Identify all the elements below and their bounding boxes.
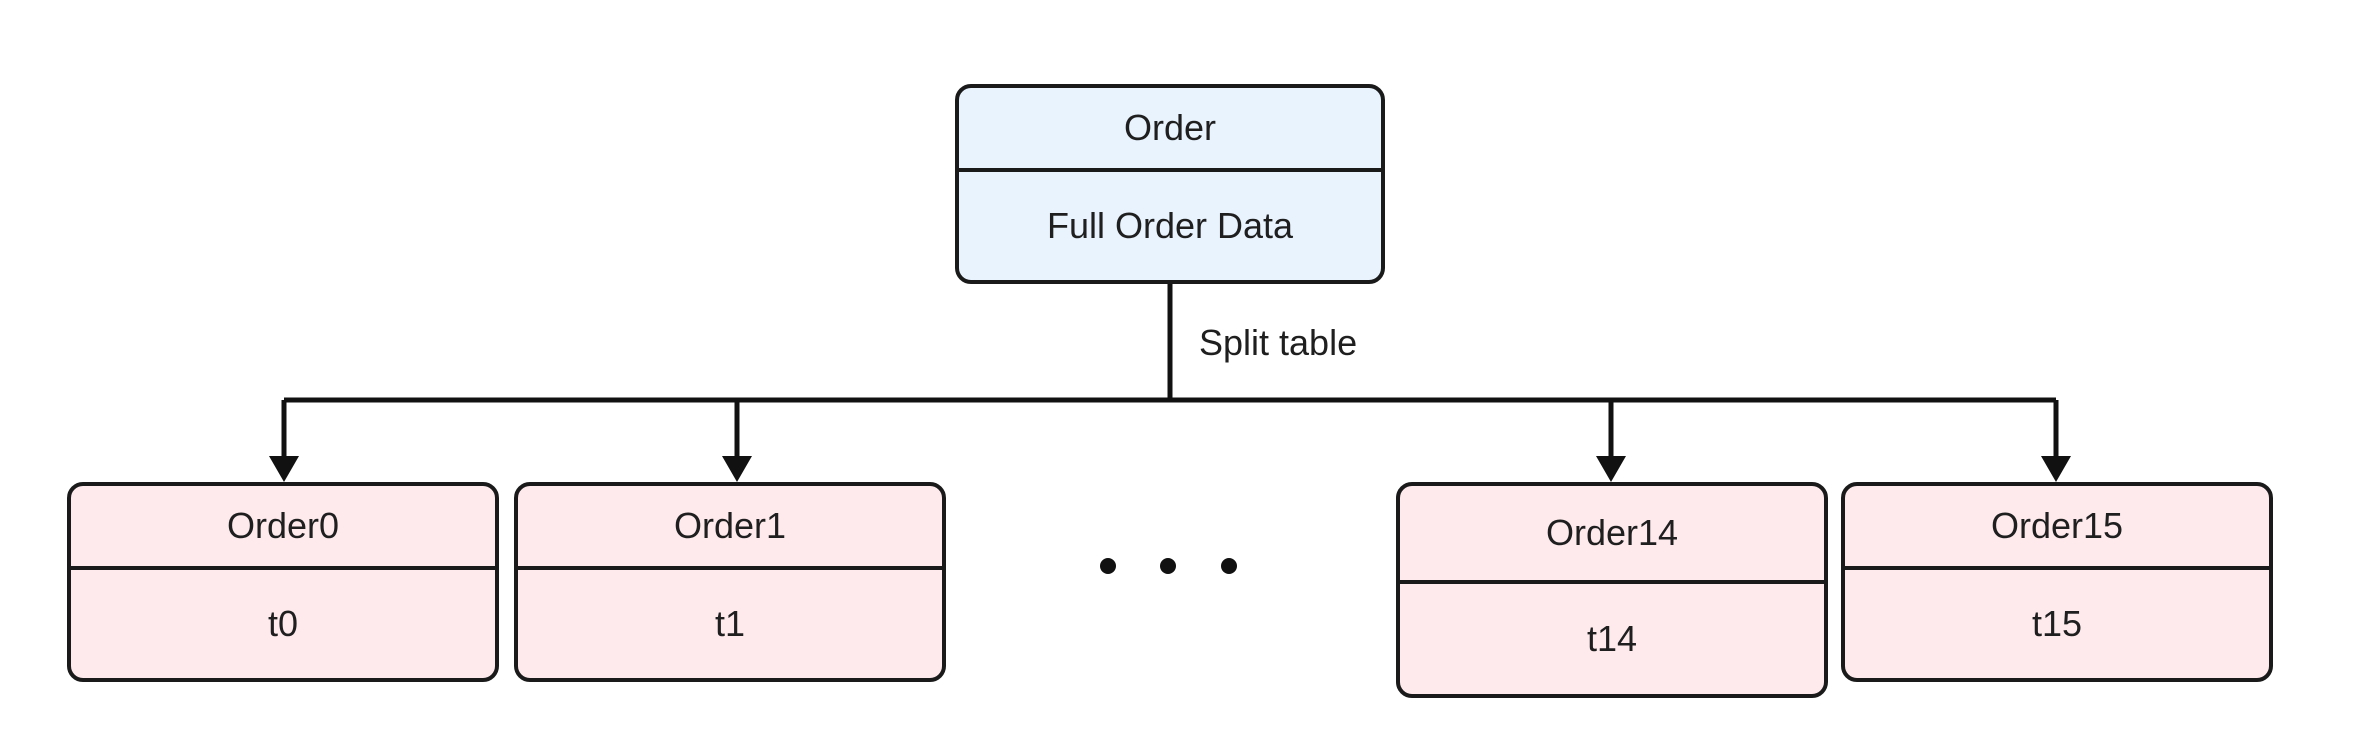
arrowhead-order14 — [1596, 456, 1626, 482]
order-root-title: Order — [959, 88, 1381, 172]
shard-body: t0 — [267, 603, 299, 644]
order-root-node: Order Full Order Data — [955, 84, 1385, 284]
arrowhead-order1 — [722, 456, 752, 482]
shard-body: t1 — [714, 603, 746, 644]
shard-title: Order14 — [1400, 486, 1824, 584]
shard-body: t14 — [1586, 618, 1638, 659]
order-root-body: Full Order Data — [1046, 205, 1294, 246]
shard-node-order0: Order0 t0 — [67, 482, 499, 682]
ellipsis-dot — [1221, 558, 1237, 574]
shard-node-order14: Order14 t14 — [1396, 482, 1828, 698]
shard-title: Order1 — [518, 486, 942, 570]
split-table-label: Split table — [1199, 322, 1358, 363]
arrowhead-order0 — [269, 456, 299, 482]
shard-title: Order0 — [71, 486, 495, 570]
ellipsis-dot — [1160, 558, 1176, 574]
shard-node-order1: Order1 t1 — [514, 482, 946, 682]
arrowhead-order15 — [2041, 456, 2071, 482]
ellipsis-dot — [1100, 558, 1116, 574]
shard-body: t15 — [2031, 603, 2083, 644]
shard-title: Order15 — [1845, 486, 2269, 570]
shard-node-order15: Order15 t15 — [1841, 482, 2273, 682]
